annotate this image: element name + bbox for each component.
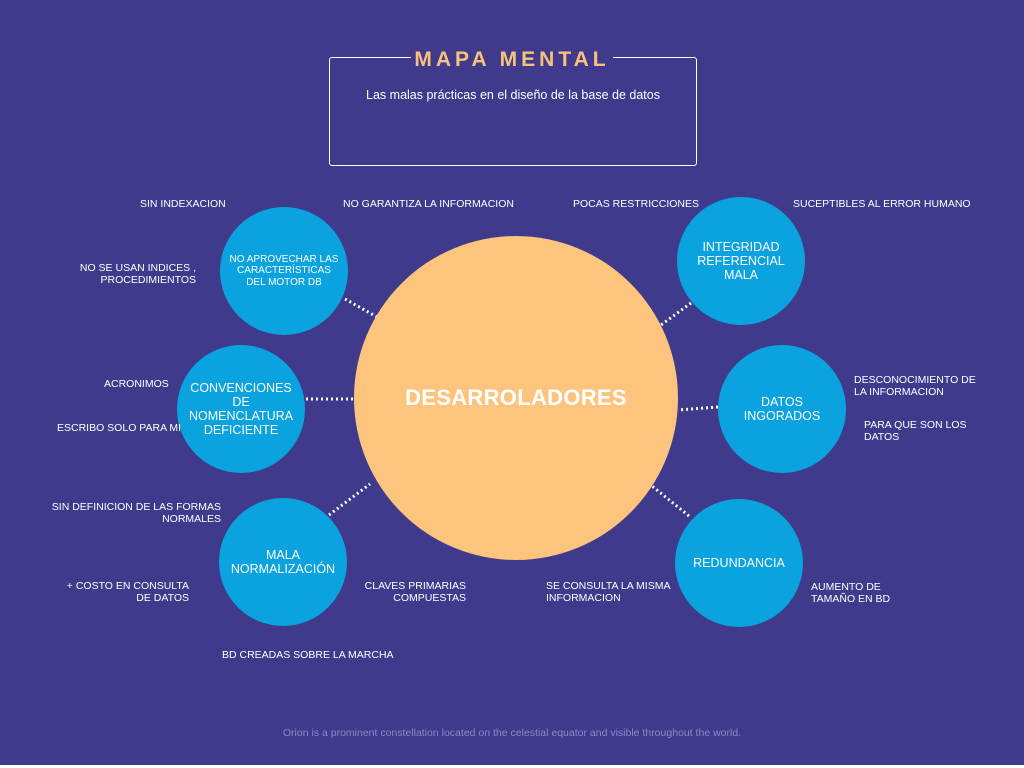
note-acronimos: ACRONIMOS [104, 378, 169, 390]
node-nomenclatura-label: CONVENCIONES DE NOMENCLATURA DEFICIENTE [189, 381, 293, 437]
note-escribo: ESCRIBO SOLO PARA MI [57, 422, 182, 434]
note-se-consulta-line2: INFORMACION [546, 591, 621, 604]
note-claves-line2: COMPUESTAS [393, 591, 466, 604]
page-title: MAPA MENTAL [0, 48, 1024, 72]
connector-motor [344, 297, 378, 319]
node-integridad: INTEGRIDAD REFERENCIAL MALA [677, 197, 805, 325]
note-aumento-line2: TAMAÑO EN BD [811, 592, 891, 605]
connector-datos [677, 405, 719, 412]
note-sin-definicion: SIN DEFINICION DE LAS FORMAS NORMALES [40, 501, 221, 525]
connector-redundancia [651, 484, 690, 518]
note-desconocimiento-line1: DESCONOCIMIENTO DE [854, 374, 976, 386]
node-motor: NO APROVECHAR LAS CARACTERÍSTICAS DEL MO… [220, 207, 348, 335]
note-costo-line1: + COSTO EN CONSULTA [66, 580, 189, 592]
node-integridad-label: INTEGRIDAD REFERENCIAL MALA [697, 240, 785, 282]
note-aumento: AUMENTO DE TAMAÑO EN BD [811, 581, 891, 605]
note-no-se-usan: NO SE USAN INDICES , PROCEDIMIENTOS [60, 262, 196, 286]
note-no-se-usan-line1: NO SE USAN INDICES , [79, 262, 196, 274]
page-subtitle: Las malas prácticas en el diseño de la b… [366, 88, 660, 102]
node-redundancia: REDUNDANCIA [675, 499, 803, 627]
note-aumento-line1: AUMENTO DE [811, 581, 881, 593]
footer-caption: Orion is a prominent constellation locat… [282, 727, 742, 739]
note-para-que: PARA QUE SON LOS DATOS [864, 419, 967, 443]
note-costo: + COSTO EN CONSULTA DE DATOS [60, 580, 189, 604]
note-bd-creadas: BD CREADAS SOBRE LA MARCHA [222, 649, 394, 661]
note-se-consulta: SE CONSULTA LA MISMA INFORMACION [546, 580, 671, 604]
note-costo-line2: DE DATOS [136, 591, 189, 604]
note-desconocimiento: DESCONOCIMIENTO DE LA INFORMACION [854, 374, 976, 398]
connector-integridad [660, 301, 692, 327]
note-suceptibles: SUCEPTIBLES AL ERROR HUMANO [793, 198, 971, 210]
note-para-que-line2: DATOS [864, 430, 900, 443]
note-no-se-usan-line2: PROCEDIMIENTOS [100, 273, 196, 286]
note-no-garantiza: NO GARANTIZA LA INFORMACION [343, 198, 514, 210]
note-para-que-line1: PARA QUE SON LOS [864, 419, 967, 431]
note-desconocimiento-line2: LA INFORMACION [854, 385, 944, 398]
note-sin-definicion-line2: NORMALES [162, 512, 221, 525]
node-normalizacion: MALA NORMALIZACIÓN [219, 498, 347, 626]
note-claves: CLAVES PRIMARIAS COMPUESTAS [356, 580, 466, 604]
note-sin-definicion-line1: SIN DEFINICION DE LAS FORMAS [51, 501, 221, 513]
center-node: DESARROLADORES [354, 236, 678, 560]
connector-normalizacion [328, 482, 371, 517]
node-normalizacion-label: MALA NORMALIZACIÓN [230, 548, 336, 576]
node-nomenclatura: CONVENCIONES DE NOMENCLATURA DEFICIENTE [177, 345, 305, 473]
center-node-label: DESARROLADORES [405, 385, 627, 410]
note-claves-line1: CLAVES PRIMARIAS [364, 580, 466, 592]
title-box [329, 57, 697, 166]
note-se-consulta-line1: SE CONSULTA LA MISMA [546, 580, 671, 592]
node-motor-label: NO APROVECHAR LAS CARACTERÍSTICAS DEL MO… [229, 254, 339, 288]
node-datos: DATOS INGORADOS [718, 345, 846, 473]
note-pocas-restricciones: POCAS RESTRICCIONES [573, 198, 700, 210]
node-redundancia-label: REDUNDANCIA [693, 556, 785, 570]
node-datos-label: DATOS INGORADOS [743, 395, 821, 423]
note-sin-indexacion: SIN INDEXACION [140, 198, 226, 210]
